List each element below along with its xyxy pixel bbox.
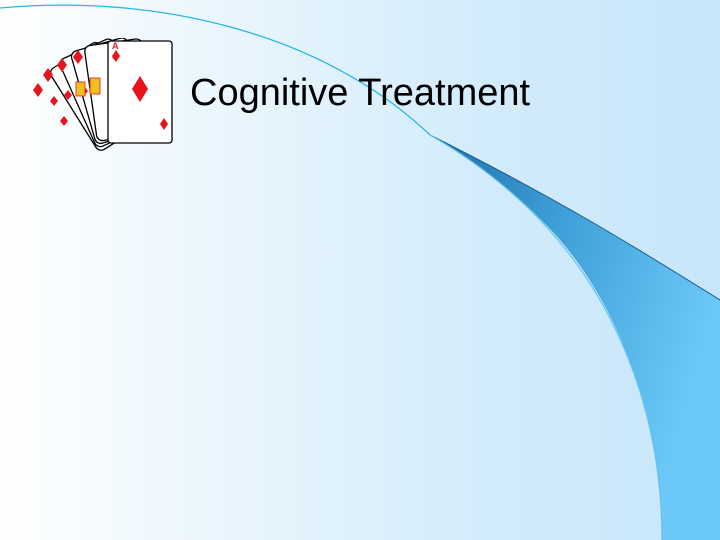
playing-cards-icon: A ♦ — [20, 37, 180, 168]
diamond-icon — [33, 50, 168, 130]
slide-title: Cognitive Treatment — [190, 72, 531, 114]
ace-rank-label: A — [112, 41, 119, 51]
ace-suit-label: ♦ — [112, 52, 117, 62]
